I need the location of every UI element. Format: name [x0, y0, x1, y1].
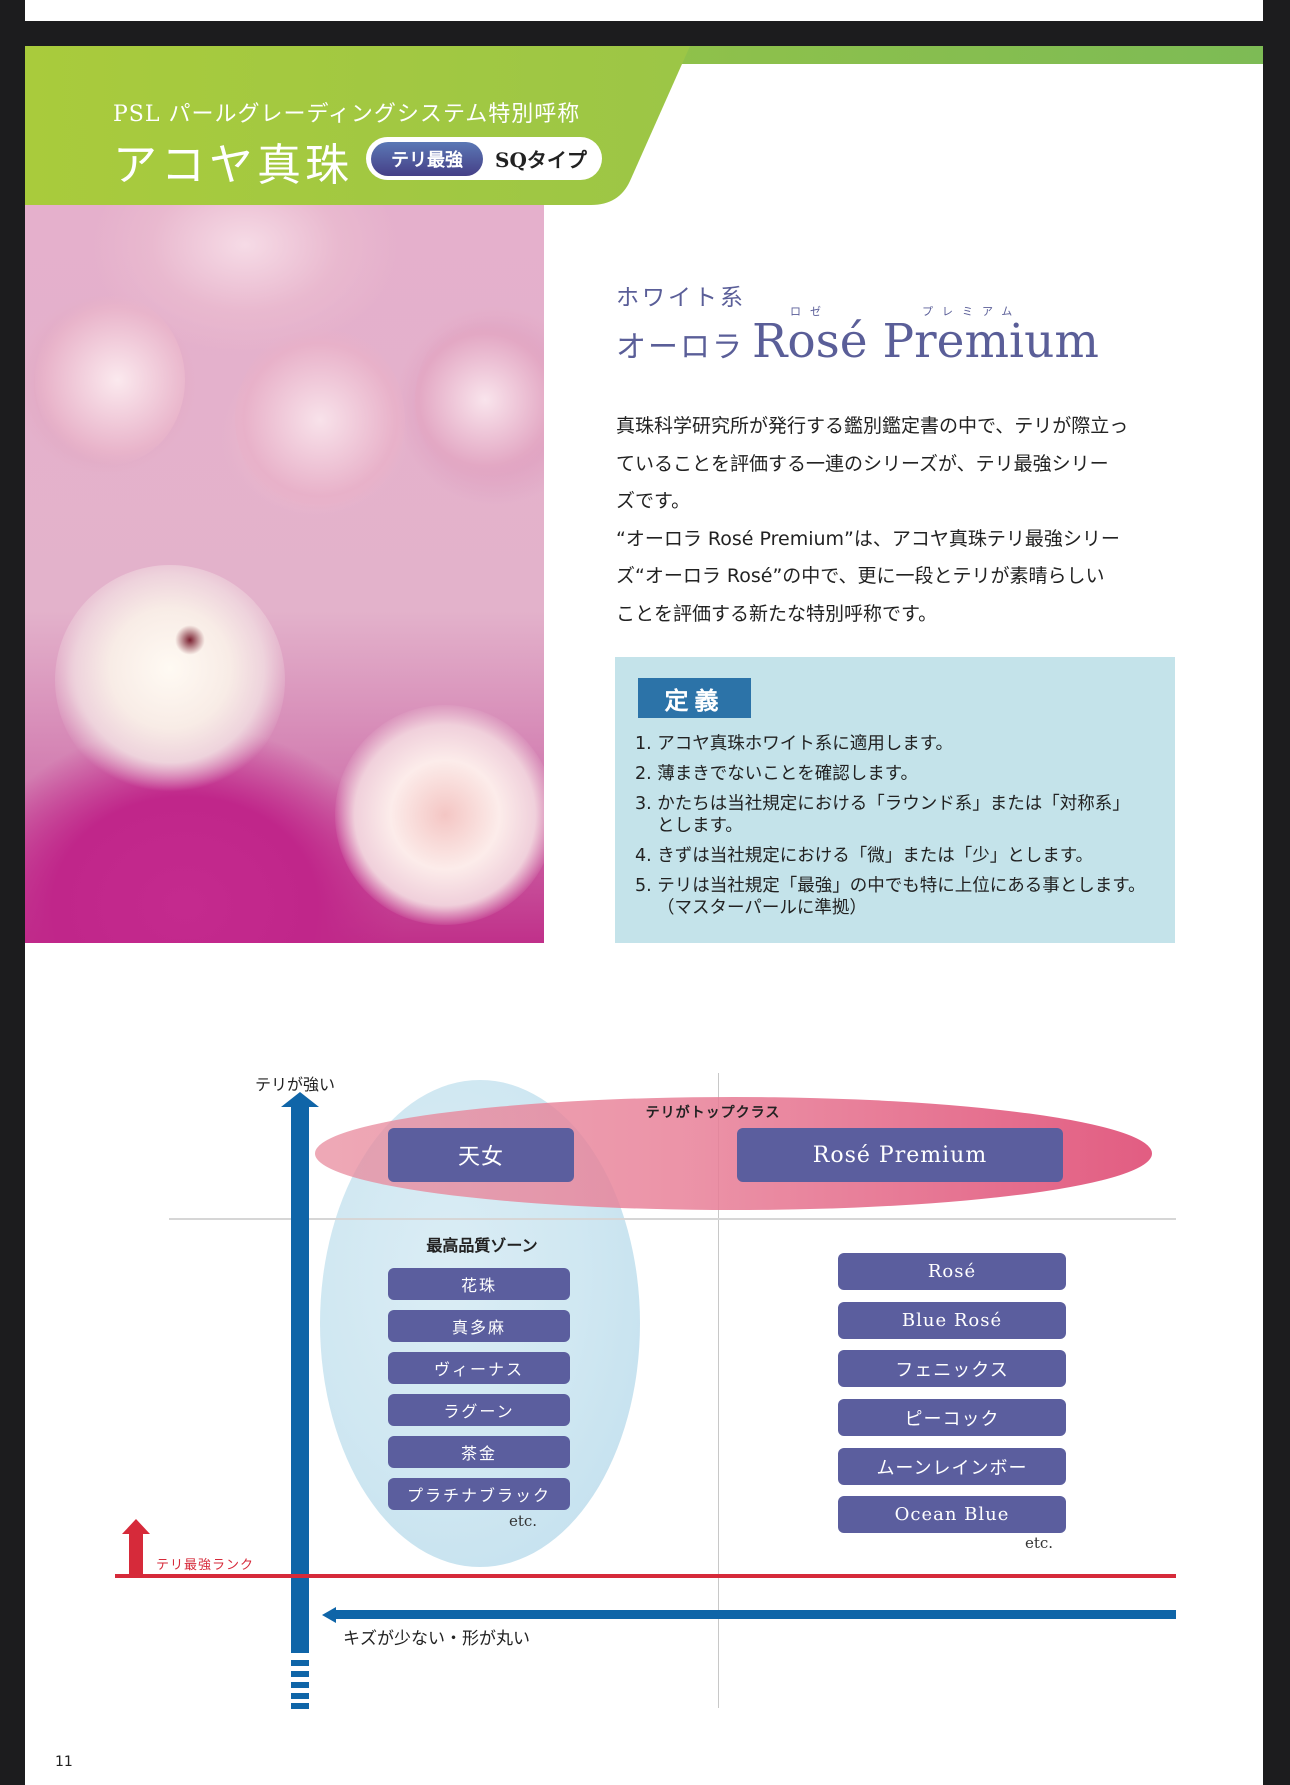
- badge-sq-type: SQタイプ: [495, 148, 587, 172]
- mark-chakin: 茶金: [388, 1436, 570, 1468]
- grid-horizontal-divider: [169, 1218, 1176, 1220]
- y-axis-dash: [291, 1660, 309, 1666]
- product-name-jp: オーロラ: [616, 330, 744, 365]
- y-axis-arrow-icon: [281, 1092, 319, 1107]
- mark-rose-premium: Rosé Premium: [737, 1128, 1063, 1182]
- y-axis-label: テリが強い: [255, 1075, 336, 1094]
- page-number: 11: [55, 1754, 73, 1770]
- description: 真珠科学研究所が発行する鑑別鑑定書の中で、テリが際立っ ていることを評価する一連…: [616, 408, 1196, 634]
- x-axis: [335, 1610, 1176, 1619]
- mark-hanadama: 花珠: [388, 1268, 570, 1300]
- definition-box: 定義 1. アコヤ真珠ホワイト系に適用します。 2. 薄まきでないことを確認しま…: [615, 657, 1175, 943]
- y-axis-dash: [291, 1703, 309, 1709]
- product-name: オーロラ Rosé Premium: [616, 314, 1099, 369]
- x-axis-label: キズが少ない・形が丸い: [343, 1629, 530, 1649]
- mark-rose: Rosé: [838, 1253, 1066, 1290]
- definition-item: 1. アコヤ真珠ホワイト系に適用します。: [635, 734, 954, 754]
- grid-vertical-divider: [718, 1073, 719, 1708]
- ruby-premium: プレミアム: [922, 305, 1022, 318]
- description-line: ていることを評価する一連のシリーズが、テリ最強シリー: [616, 452, 1109, 475]
- mark-venus: ヴィーナス: [388, 1352, 570, 1384]
- etc-right: etc.: [1025, 1534, 1054, 1552]
- mark-matama: 真多麻: [388, 1310, 570, 1342]
- mark-platinum-black: プラチナブラック: [388, 1478, 570, 1510]
- y-axis-dash: [291, 1671, 309, 1677]
- positioning-diagram: テリがトップクラス 天女 Rosé Premium 最高品質ゾーン 花珠 真多麻…: [25, 46, 1263, 1785]
- definition-item: 5. テリは当社規定「最強」の中でも特に上位にある事とします。 （マスターパール…: [635, 876, 1146, 918]
- description-line: ズです。: [616, 490, 691, 513]
- rank-label: テリ最強ランク: [156, 1558, 255, 1573]
- product-category: ホワイト系: [616, 285, 746, 311]
- y-axis-dash: [291, 1682, 309, 1688]
- mark-phoenix: フェニックス: [838, 1350, 1066, 1387]
- mark-blue-rose: Blue Rosé: [838, 1302, 1066, 1339]
- ruby-rose: ロゼ: [790, 305, 830, 318]
- y-axis: [291, 1104, 309, 1653]
- definition-item: 4. きずは当社規定における「微」または「少」とします。: [635, 846, 1094, 866]
- y-axis-dash: [291, 1693, 309, 1699]
- mark-lagoon: ラグーン: [388, 1394, 570, 1426]
- definition-list: 1. アコヤ真珠ホワイト系に適用します。 2. 薄まきでないことを確認します。 …: [635, 733, 1175, 927]
- previous-page-edge: [25, 0, 1263, 21]
- zone-label: 最高品質ゾーン: [426, 1236, 538, 1255]
- badge-teri-strongest: テリ最強: [371, 141, 483, 176]
- etc-left: etc.: [509, 1512, 538, 1530]
- product-name-en: Rosé Premium: [752, 314, 1099, 369]
- top-class-label: テリがトップクラス: [645, 1105, 781, 1121]
- description-line: 真珠科学研究所が発行する鑑別鑑定書の中で、テリが際立っ: [616, 415, 1129, 437]
- mark-ocean-blue: Ocean Blue: [838, 1496, 1066, 1533]
- rank-arrow-icon: [122, 1519, 150, 1534]
- description-line: ことを評価する新たな特別呼称です。: [616, 602, 938, 625]
- header-title: アコヤ真珠: [113, 140, 353, 191]
- header-subtitle: PSL パールグレーディングシステム特別呼称: [113, 102, 581, 127]
- definition-item: 3. かたちは当社規定における「ラウンド系」または「対称系」 とします。: [635, 794, 1130, 836]
- x-axis-arrow-icon: [322, 1607, 336, 1623]
- description-line: ズ“オーロラ Rosé”の中で、更に一段とテリが素晴らしい: [616, 565, 1105, 588]
- header-badge: テリ最強 SQタイプ: [366, 137, 602, 180]
- mark-tennyo: 天女: [388, 1128, 574, 1182]
- mark-peacock: ピーコック: [838, 1399, 1066, 1436]
- rank-arrow: [129, 1534, 143, 1576]
- definition-item: 2. 薄まきでないことを確認します。: [635, 764, 919, 784]
- rank-threshold-line: [115, 1574, 1176, 1578]
- brochure-page: PSL パールグレーディングシステム特別呼称 アコヤ真珠 テリ最強 SQタイプ …: [25, 46, 1263, 1785]
- definition-tag: 定義: [638, 678, 751, 718]
- rose-photo: [25, 205, 544, 943]
- mark-moon-rainbow: ムーンレインボー: [838, 1448, 1066, 1485]
- description-line: “オーロラ Rosé Premium”は、アコヤ真珠テリ最強シリー: [616, 527, 1120, 550]
